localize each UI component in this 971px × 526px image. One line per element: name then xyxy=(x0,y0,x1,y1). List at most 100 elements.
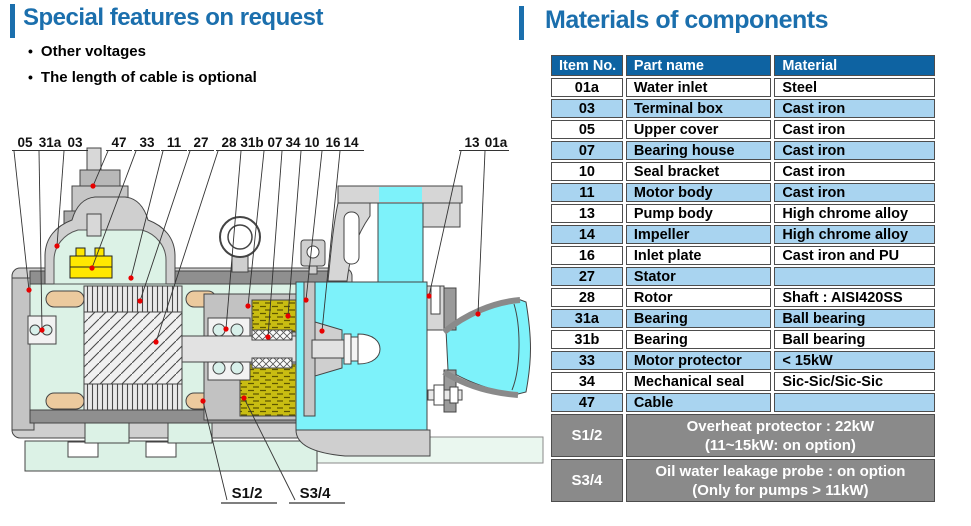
shaft-end xyxy=(311,339,345,359)
wall-slot xyxy=(430,285,441,315)
base-notch xyxy=(67,441,99,458)
stator-bottom xyxy=(83,383,183,411)
mechanical-seal xyxy=(251,329,293,341)
callout-marker-dot xyxy=(245,303,251,309)
table-cell: High chrome alloy xyxy=(774,204,935,223)
callout-leader-line xyxy=(155,150,219,343)
table-cell: Bearing xyxy=(625,330,772,349)
table-cell: Ball bearing xyxy=(774,330,935,349)
table-cell: Cast iron xyxy=(774,99,935,118)
table-cell: Impeller xyxy=(625,225,772,244)
flange-lip xyxy=(422,202,461,228)
table-cell: Cast iron xyxy=(774,120,935,139)
table-cell: Shaft : AISI420SS xyxy=(774,288,935,307)
shaft-cap xyxy=(357,333,381,365)
callout-marker-dot xyxy=(153,339,159,345)
table-cell xyxy=(774,267,935,286)
sensor-label: S1/2 xyxy=(232,485,263,502)
left-title-accent-bar xyxy=(10,4,15,38)
table-header-row: Item No. Part name Material xyxy=(551,55,935,76)
callout-leader-line xyxy=(305,150,323,301)
callout-marker-dot xyxy=(319,328,325,334)
table-cell: 33 xyxy=(551,351,623,370)
callout-label: 34 xyxy=(285,135,301,150)
bearing-ball xyxy=(212,361,226,375)
shaft xyxy=(181,335,315,363)
callout-label: 14 xyxy=(343,135,359,150)
sensor-marker-dot xyxy=(241,395,247,401)
callout-label: 07 xyxy=(267,135,282,150)
callout-marker-dot xyxy=(128,275,134,281)
callout-leader-line xyxy=(267,150,283,338)
table-cell: Motor body xyxy=(625,183,772,202)
right-section-title: Materials of components xyxy=(545,6,829,34)
callout-leader-line xyxy=(91,150,137,269)
callout-leader-line xyxy=(13,150,30,291)
bearing-ball xyxy=(212,323,226,337)
suction-bell-inner-edge xyxy=(511,303,520,391)
bullet-item: The length of cable is optional xyxy=(28,68,257,87)
impeller-nut xyxy=(350,336,359,362)
lug-hole xyxy=(306,245,320,259)
casing-bottom xyxy=(295,429,431,457)
callout-label: 16 xyxy=(325,135,341,150)
sensor-leader-line xyxy=(202,400,228,501)
sensor-marker-dot xyxy=(200,398,206,404)
table-cell: 03 xyxy=(551,99,623,118)
callout-leader-line xyxy=(477,150,486,315)
bell-rim-bottom xyxy=(442,369,519,398)
feature-bullet-list: Other voltages The length of cable is op… xyxy=(28,42,257,94)
table-cell: Cast iron xyxy=(774,162,935,181)
callout-marker-dot xyxy=(303,297,309,303)
table-cell: 05 xyxy=(551,120,623,139)
callout-label: 28 xyxy=(221,135,237,150)
table-cell: 10 xyxy=(551,162,623,181)
callout-label: 13 xyxy=(464,135,480,150)
lifting-eye-hole xyxy=(227,224,253,250)
table-cell: Overheat protector : 22kW(11~15kW: on op… xyxy=(625,414,935,457)
table-cell: Water inlet xyxy=(625,78,772,97)
callout-label: 31a xyxy=(39,135,62,150)
table-cell: Steel xyxy=(774,78,935,97)
callout-label: 27 xyxy=(193,135,208,150)
table-cell: 28 xyxy=(551,288,623,307)
table-cell: S1/2 xyxy=(551,414,623,457)
sensor-label: S3/4 xyxy=(300,485,332,502)
mechanical-seal xyxy=(251,357,293,369)
callout-leader-line xyxy=(92,150,109,187)
callout-leader-line xyxy=(321,150,341,332)
column-header-part-name: Part name xyxy=(625,55,772,76)
table-cell: Bearing xyxy=(625,309,772,328)
base-notch xyxy=(145,441,177,458)
callout-marker-dot xyxy=(475,311,481,317)
bearing-ball xyxy=(230,361,244,375)
callout-label: 47 xyxy=(111,135,126,150)
bell-rim-top xyxy=(442,297,521,335)
table-cell: Cable xyxy=(625,393,772,412)
table-cell: Bearing house xyxy=(625,141,772,160)
table-cell: Cast iron and PU xyxy=(774,246,935,265)
callout-leader-line xyxy=(428,150,462,297)
bell-bolt xyxy=(433,384,445,406)
bell-bolt-bar xyxy=(427,389,463,401)
motor-foot xyxy=(167,422,213,444)
table-cell: 31a xyxy=(551,309,623,328)
table-cell: < 15kW xyxy=(774,351,935,370)
table-cell: 34 xyxy=(551,372,623,391)
callout-leader-line xyxy=(247,150,265,307)
table-cell: Ball bearing xyxy=(774,309,935,328)
table-cell: Stator xyxy=(625,267,772,286)
table-cell: Sic-Sic/Sic-Sic xyxy=(774,372,935,391)
table-cell xyxy=(774,393,935,412)
column-header-material: Material xyxy=(774,55,935,76)
